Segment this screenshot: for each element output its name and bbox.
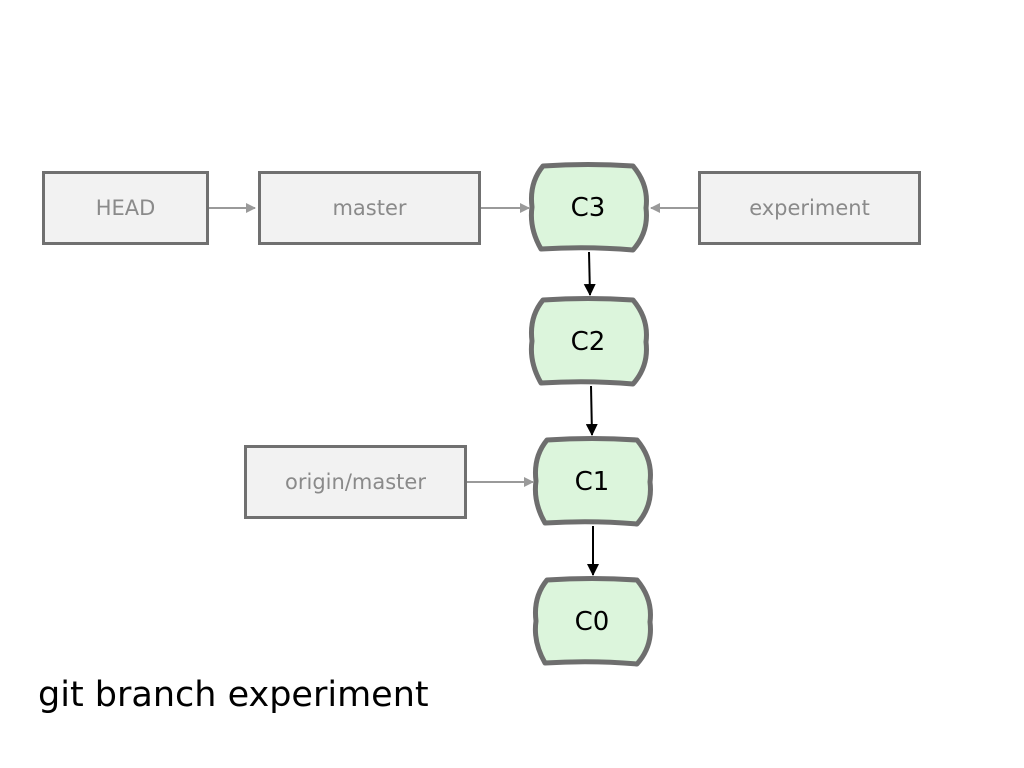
- commit-node-c3: [528, 162, 649, 253]
- ref-experiment: experiment: [698, 171, 921, 245]
- commit-node-c0: [532, 576, 653, 667]
- commit-node-c2: [528, 296, 649, 387]
- commit-label-c2: C2: [570, 327, 606, 357]
- commit-label-c3: C3: [570, 193, 606, 223]
- ref-master: master: [258, 171, 481, 245]
- command-caption: git branch experiment: [38, 675, 429, 715]
- arrow-c2-to-c1: [585, 385, 598, 436]
- arrow-c3-to-c2: [583, 251, 596, 296]
- commit-label-c1: C1: [574, 467, 610, 497]
- ref-origin-master: origin/master: [244, 445, 467, 519]
- commit-node-c1: [532, 436, 653, 527]
- ref-head: HEAD: [42, 171, 209, 245]
- commit-label-c0: C0: [574, 607, 610, 637]
